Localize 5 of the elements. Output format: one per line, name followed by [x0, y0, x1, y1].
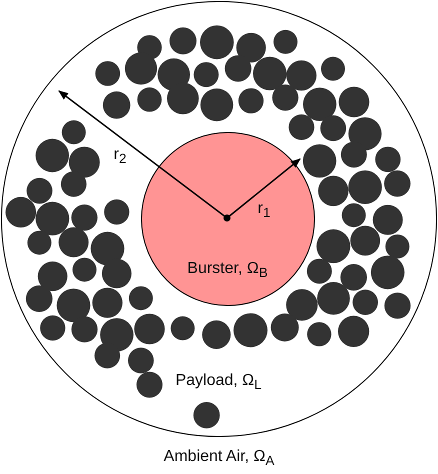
- radius-label: r$_{1}$: [258, 200, 270, 220]
- region-label: Ambient Air, Ω$_{A}$: [164, 448, 274, 468]
- region-label: Burster, Ω$_{B}$: [187, 259, 268, 280]
- region-label: Payload, Ω$_{L}$: [175, 371, 262, 392]
- radius-label: r$_{2}$: [114, 146, 126, 166]
